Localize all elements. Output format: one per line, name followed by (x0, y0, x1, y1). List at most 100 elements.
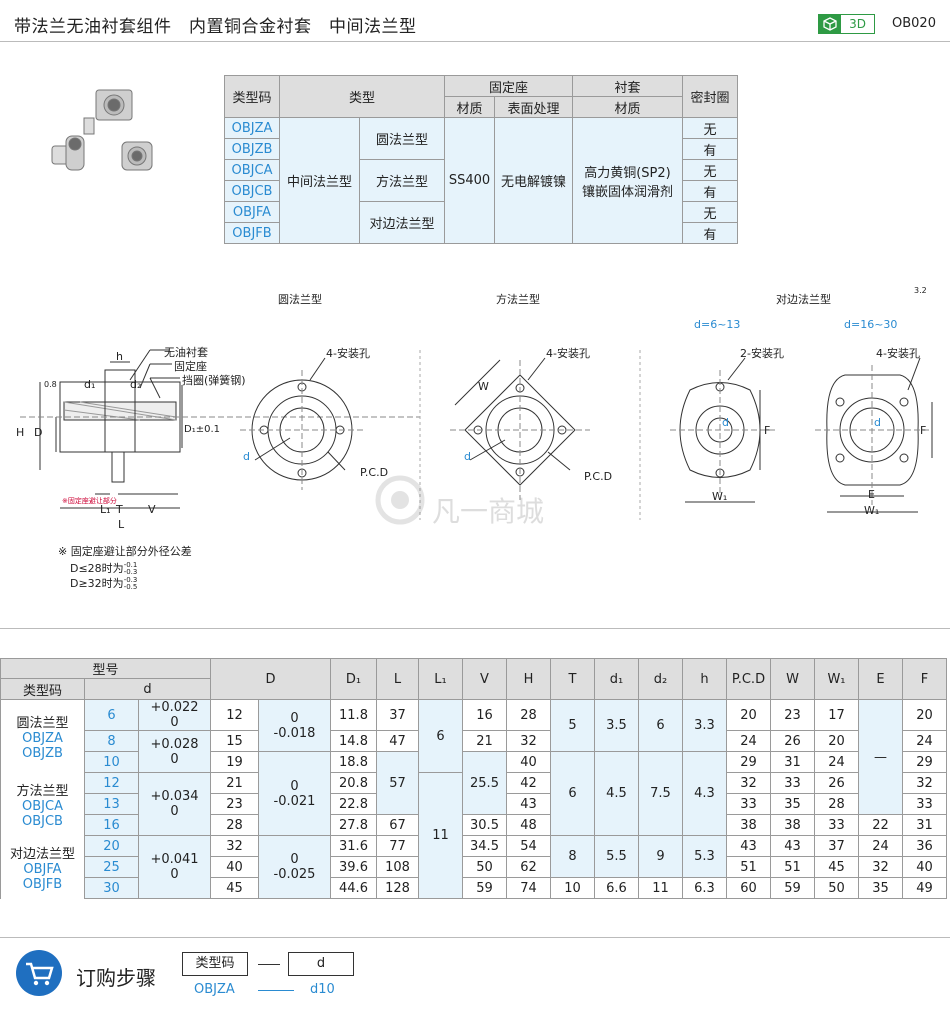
d-label: d (874, 416, 881, 429)
d2-cell: 11 (638, 877, 683, 899)
cart-icon (16, 950, 62, 996)
th-d2: d₂ (638, 658, 683, 700)
d1-cell: 6.6 (594, 877, 639, 899)
page-title: 带法兰无油衬套组件 内置铜合金衬套 中间法兰型 (14, 17, 417, 37)
F-cell: 29 (902, 751, 947, 773)
d1-label: d₁ (84, 378, 96, 391)
V-cell: 59 (462, 877, 507, 899)
th-typecode: 类型码 (224, 75, 280, 118)
ring-callout: 挡圈(弹簧钢) (182, 374, 246, 387)
W-cell: 33 (770, 772, 815, 794)
mat-cell: SS400 (444, 117, 495, 244)
d-label: d (243, 450, 250, 463)
H-cell: 42 (506, 772, 551, 794)
type-cell: 中间法兰型 (279, 117, 360, 244)
dimension-table: 型号 D D₁ L L₁ V H T d₁ d₂ h P.C.D W W₁ E … (0, 658, 947, 899)
F-cell: 20 (902, 699, 947, 731)
order-box-typecode: 类型码 (182, 952, 248, 976)
th-D1: D₁ (330, 658, 377, 700)
h-cell: 6.3 (682, 877, 727, 899)
D1-cell: 39.6 (330, 856, 377, 878)
spec-table: 类型码 类型 固定座 衬套 密封圈 材质 表面处理 材质 OBJZA 中间法兰型… (224, 75, 738, 244)
roughness-mark: 3.2 (914, 286, 927, 295)
W1-cell: 33 (814, 814, 859, 836)
view-double-title: 对边法兰型 (776, 293, 831, 306)
W1-cell: 37 (814, 835, 859, 857)
th-E: E (858, 658, 903, 700)
th-model: 型号 (0, 658, 211, 679)
D1-cell: 20.8 (330, 772, 377, 794)
W1-cell: 50 (814, 877, 859, 899)
L-cell: 128 (376, 877, 419, 899)
T-cell: 6 (550, 751, 595, 836)
W-cell: 38 (770, 814, 815, 836)
D1-cell: 27.8 (330, 814, 377, 836)
L1-label: L₁ (100, 503, 111, 516)
h-label: h (116, 350, 123, 363)
th-V: V (462, 658, 507, 700)
L-label: L (118, 518, 125, 531)
spec-section (0, 41, 950, 629)
V-cell: 16 (462, 699, 507, 731)
d2-cell: 7.5 (638, 751, 683, 836)
order-example-code: OBJZA (194, 982, 235, 997)
tolerance-note-2: D≥32时为-0.3-0.5 (70, 576, 138, 591)
th-d: d (84, 678, 211, 700)
h-cell: 3.3 (682, 699, 727, 752)
D-label: D (34, 426, 43, 439)
pcd-label: P.C.D (360, 466, 389, 479)
D-cell: 23 (210, 793, 259, 815)
V-cell: 21 (462, 730, 507, 752)
view-round-title: 圆法兰型 (278, 293, 322, 306)
3d-badge[interactable]: 3D (818, 14, 875, 34)
F-cell: 33 (902, 793, 947, 815)
d-cell: 13 (84, 793, 139, 815)
typecode-cell: OBJFA (224, 201, 280, 223)
th-L1: L₁ (418, 658, 463, 700)
w-label: W (478, 380, 489, 393)
typecode-cell: OBJFB (224, 222, 280, 244)
F-cell: 36 (902, 835, 947, 857)
d1-cell: 4.5 (594, 751, 639, 836)
F-cell: 49 (902, 877, 947, 899)
th-fix: 固定座 (444, 75, 573, 97)
th-W1: W₁ (814, 658, 859, 700)
D-cell: 15 (210, 730, 259, 752)
D-cell: 32 (210, 835, 259, 857)
D-cell: 45 (210, 877, 259, 899)
seal-cell: 无 (682, 159, 738, 181)
th-d1: d₁ (594, 658, 639, 700)
watermark (375, 475, 425, 525)
page-code: OB020 (892, 16, 936, 31)
d-cell: 12 (84, 772, 139, 794)
H-cell: 43 (506, 793, 551, 815)
pcd-cell: 24 (726, 730, 771, 752)
F-cell: 24 (902, 730, 947, 752)
T-cell: 8 (550, 835, 595, 878)
d-cell: 16 (84, 814, 139, 836)
cube-icon (819, 15, 841, 33)
th-type: 类型 (279, 75, 445, 118)
typecode-cell: OBJCB (224, 180, 280, 202)
pcd-cell: 51 (726, 856, 771, 878)
technical-drawing (20, 349, 933, 525)
D1-cell: 18.8 (330, 751, 377, 773)
w1-label: W₁ (864, 504, 880, 517)
th-F: F (902, 658, 947, 700)
liner-callout: 无油衬套 (164, 346, 208, 359)
relief-label: ※固定座避让部分 (62, 497, 117, 505)
L-cell: 47 (376, 730, 419, 752)
d-cell: 20 (84, 835, 139, 857)
th-PCD: P.C.D (726, 658, 771, 700)
d2-cell: 9 (638, 835, 683, 878)
holes-label: 2-安装孔 (740, 347, 784, 360)
product-photo (51, 89, 153, 171)
tolerance-note: ※ 固定座避让部分外径公差 (58, 545, 192, 558)
surf-cell: 无电解镀镍 (494, 117, 573, 244)
d-label: d (464, 450, 471, 463)
W1-cell: 28 (814, 793, 859, 815)
pcd-cell: 60 (726, 877, 771, 899)
pcd-cell: 29 (726, 751, 771, 773)
